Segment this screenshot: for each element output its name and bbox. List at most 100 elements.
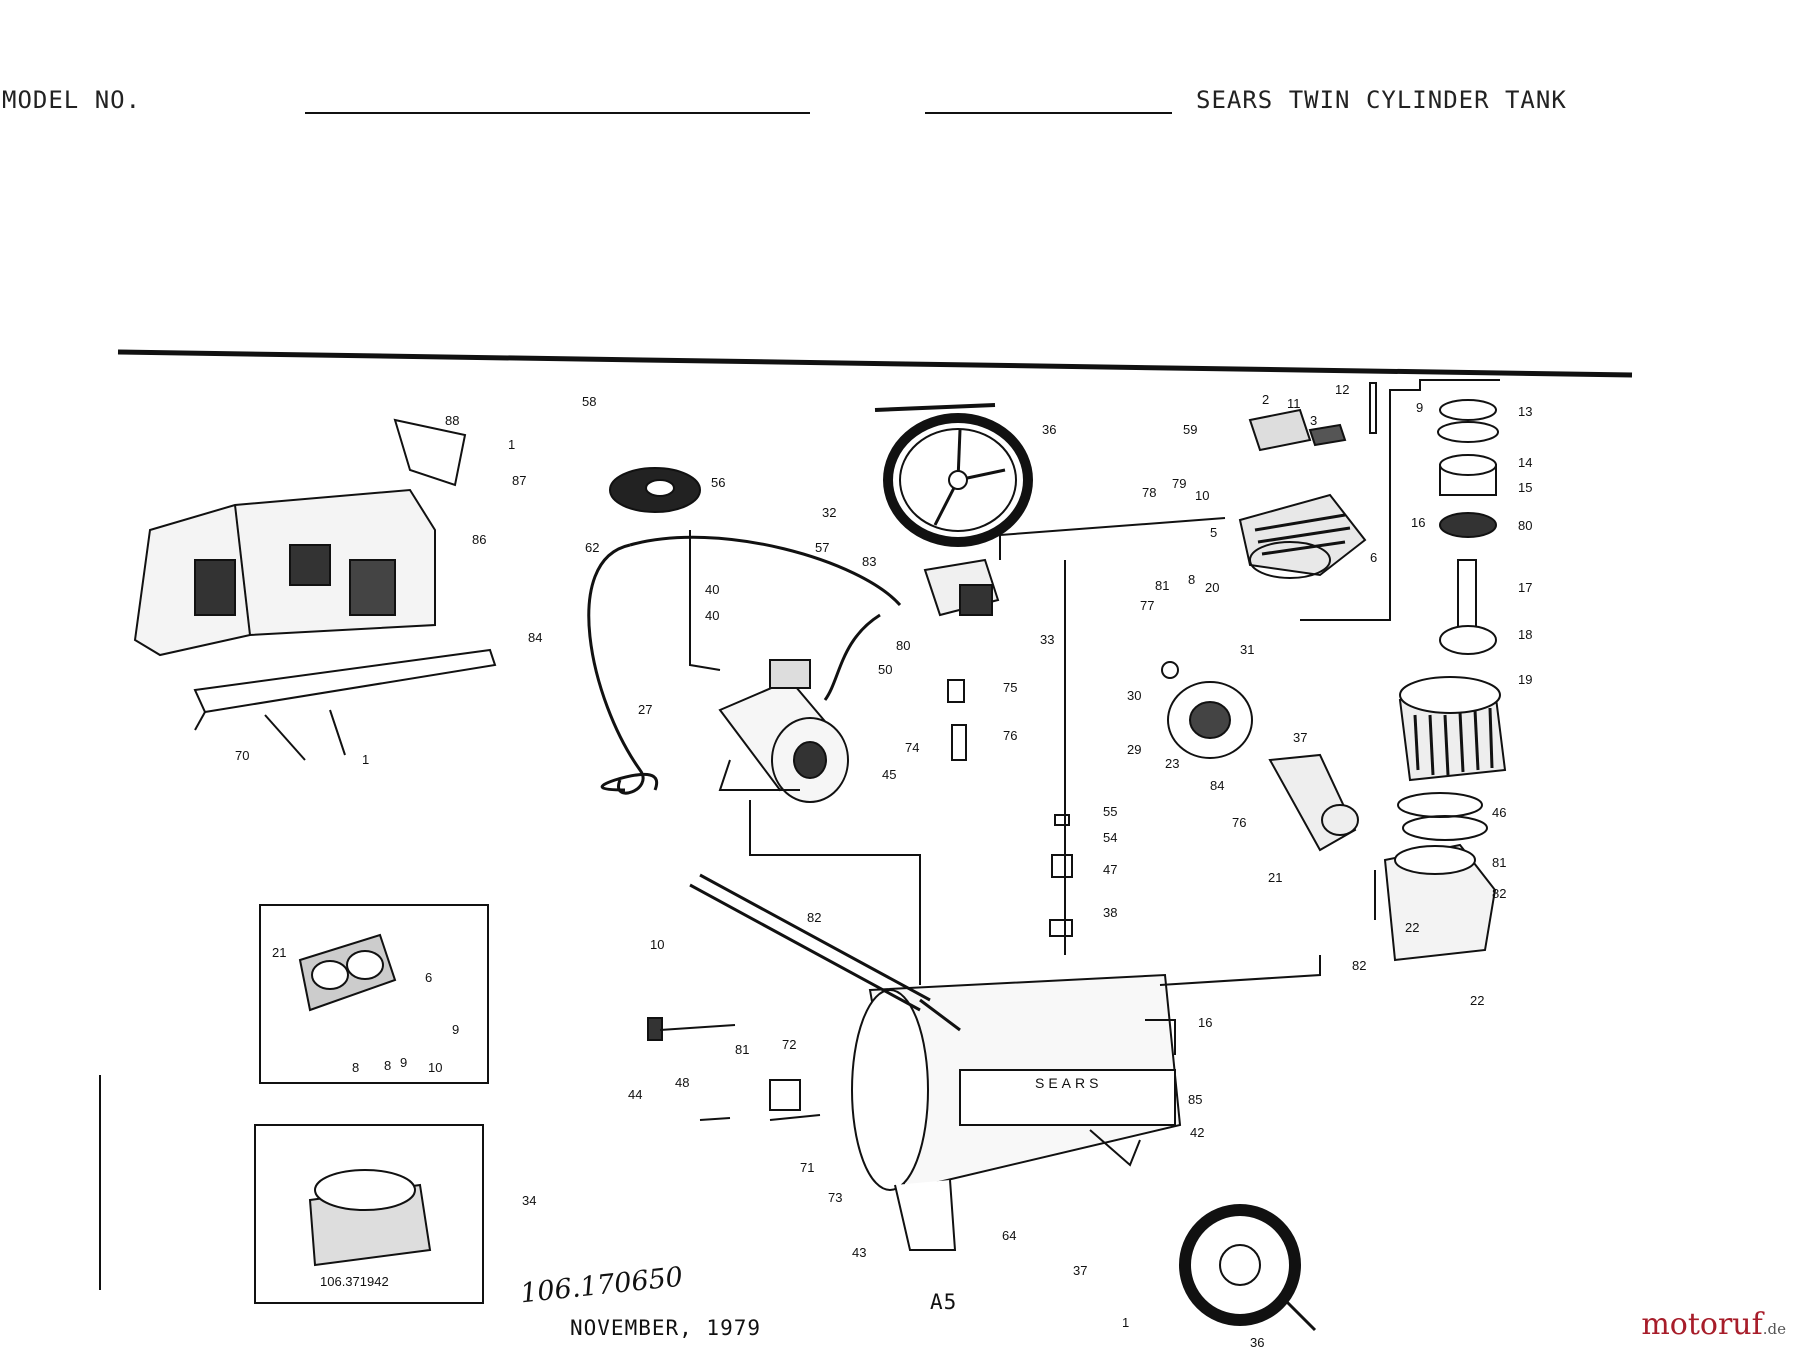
callout-label: 54 (1103, 830, 1118, 845)
inset-part-number: 106.371942 (320, 1274, 389, 1289)
callout-label: 55 (1103, 804, 1118, 819)
callout-label: 8 (1188, 572, 1196, 587)
callout-label: 56 (711, 475, 726, 490)
callout-label: 1 (362, 752, 370, 767)
callout-label: 5 (1210, 525, 1218, 540)
callout-label: 1 (1122, 1315, 1130, 1330)
callout-label: 37 (1073, 1263, 1088, 1278)
electric-motor (718, 659, 849, 803)
callout-label: 40 (705, 608, 720, 623)
callout-label: 16 (1198, 1015, 1213, 1030)
callout-label: 43 (852, 1245, 867, 1260)
tank-handle (689, 873, 961, 1032)
fittings (947, 679, 1073, 937)
callout-label: 81 (735, 1042, 750, 1057)
callout-label: 2 (1262, 392, 1270, 407)
callout-label: 13 (1518, 404, 1533, 419)
callout-label: 32 (822, 505, 837, 520)
callout-label: 10 (1195, 488, 1210, 503)
callout-label: 15 (1518, 480, 1533, 495)
watermark: motoruf.de (1641, 1307, 1786, 1342)
air-tank (851, 973, 1182, 1251)
callout-label: 37 (1293, 730, 1308, 745)
valve-parts (647, 1017, 821, 1121)
callout-label: 47 (1103, 862, 1118, 877)
callout-label: 81 (1155, 578, 1170, 593)
callout-label: 1 (508, 437, 516, 452)
callout-label: 30 (1127, 688, 1142, 703)
callout-label: 71 (800, 1160, 815, 1175)
cylinder-head (1238, 493, 1367, 579)
callout-label: 76 (1003, 728, 1018, 743)
piston-assembly (1437, 399, 1499, 538)
callout-label: 77 (1140, 598, 1155, 613)
callout-label: 9 (400, 1055, 408, 1070)
callout-label: 84 (528, 630, 543, 645)
callout-label: 36 (1250, 1335, 1265, 1350)
callout-label: 3 (1310, 413, 1318, 428)
tank-brand-label: SEARS (1035, 1075, 1103, 1091)
callout-label: 27 (638, 702, 653, 717)
pressure-switch (923, 558, 1000, 617)
cord-loop (600, 772, 658, 792)
motor-lead (823, 613, 881, 701)
revision-date: NOVEMBER, 1979 (570, 1316, 762, 1340)
assembly-lines (689, 379, 1500, 1055)
callout-label: 6 (425, 970, 433, 985)
callout-label: 23 (1165, 756, 1180, 771)
callout-label: 20 (1205, 580, 1220, 595)
header-left-text: MODEL NO. (2, 86, 142, 114)
callout-label: 8 (352, 1060, 360, 1075)
callout-label: 79 (1172, 476, 1187, 491)
watermark-suffix: .de (1762, 1320, 1786, 1338)
callout-label: 22 (1470, 993, 1485, 1008)
callout-label: 33 (1040, 632, 1055, 647)
callout-label: 14 (1518, 455, 1533, 470)
callout-label: 84 (1210, 778, 1225, 793)
callout-label: 82 (1352, 958, 1367, 973)
callout-label: 58 (582, 394, 597, 409)
cylinder-block (1398, 676, 1507, 782)
callout-label: 9 (452, 1022, 460, 1037)
callout-label: 87 (512, 473, 527, 488)
section-divider (117, 349, 1633, 378)
callout-label: 82 (807, 910, 822, 925)
crankcase (1383, 843, 1497, 962)
callout-label: 57 (815, 540, 830, 555)
bearing-plate (1161, 661, 1253, 759)
valve-plate-parts (1248, 382, 1377, 452)
callout-label: 59 (1183, 422, 1198, 437)
callout-label: 86 (472, 532, 487, 547)
callout-label: 17 (1518, 580, 1533, 595)
gaskets (1397, 792, 1488, 841)
callout-label: 83 (862, 554, 877, 569)
shroud-cover (133, 418, 467, 657)
page-code: A5 (930, 1290, 958, 1314)
switch-wire (629, 535, 902, 606)
callout-label: 70 (235, 748, 250, 763)
callout-label: 22 (1405, 920, 1420, 935)
callout-label: 34 (522, 1193, 537, 1208)
callout-label: 72 (782, 1037, 797, 1052)
callout-label: 38 (1103, 905, 1118, 920)
callout-label: 19 (1518, 672, 1533, 687)
callout-label: 42 (1190, 1125, 1205, 1140)
callout-label: 75 (1003, 680, 1018, 695)
callout-label: 81 (1492, 855, 1507, 870)
callout-label: 11 (1287, 396, 1301, 411)
callout-label: 40 (705, 582, 720, 597)
callout-label: 9 (1416, 400, 1424, 415)
header-right-text: SEARS TWIN CYLINDER TANK (1196, 86, 1567, 114)
callout-label: 80 (1518, 518, 1533, 533)
callout-label: 46 (1492, 805, 1507, 820)
watermark-main: motoruf (1641, 1307, 1763, 1342)
callout-label: 48 (675, 1075, 690, 1090)
callout-label: 78 (1142, 485, 1157, 500)
callout-label: 21 (1268, 870, 1283, 885)
callout-label: 88 (445, 413, 460, 428)
crankshaft (1268, 753, 1359, 852)
wheel (1179, 1204, 1317, 1332)
connecting-rod (1439, 559, 1497, 655)
callout-label: 21 (272, 945, 287, 960)
